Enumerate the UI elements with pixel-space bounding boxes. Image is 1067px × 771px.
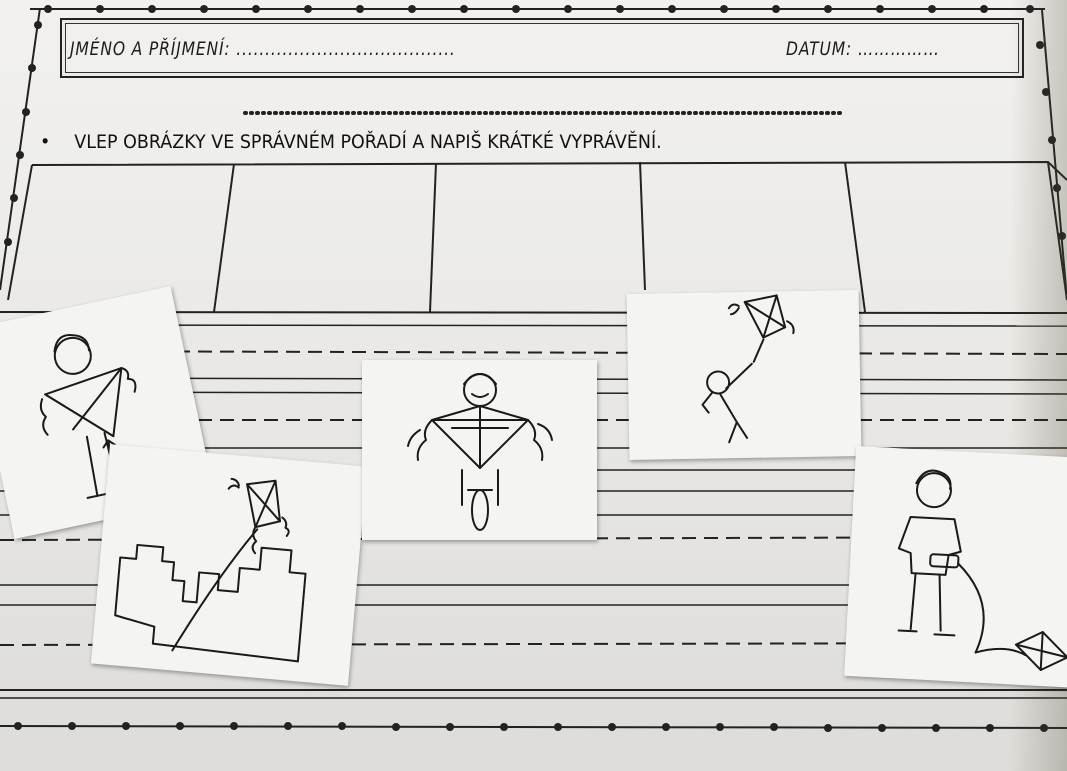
- name-label: JMÉNO A PŘÍJMENÍ: ......................…: [70, 38, 456, 60]
- right-border-line: [1041, 9, 1067, 301]
- date-input-line[interactable]: ……………: [857, 38, 940, 60]
- instruction-text: VLEP OBRÁZKY VE SPRÁVNÉM POŘADÍ A NAPIŠ …: [74, 131, 662, 153]
- bottom-border-dots: [14, 722, 1048, 732]
- top-border-dots: [44, 5, 1034, 13]
- left-border-line: [0, 7, 41, 291]
- bottom-border-line: [0, 725, 1067, 729]
- name-input-line[interactable]: ......................................: [236, 38, 456, 60]
- date-label-text: DATUM:: [786, 38, 853, 60]
- boy-on-bicycle-drawing: [407, 373, 553, 531]
- boy-flying-with-kite-drawing: [701, 294, 795, 444]
- card-boy-with-fallen-kite[interactable]: [844, 446, 1067, 688]
- left-border-dots: [4, 21, 42, 246]
- name-date-box: [60, 18, 1024, 78]
- date-label: DATUM: ……………: [786, 38, 940, 60]
- picture-frames: [7, 160, 1067, 313]
- card-kite-over-city[interactable]: [90, 444, 368, 686]
- instruction: • VLEP OBRÁZKY VE SPRÁVNÉM POŘADÍ A NAPIŠ…: [40, 131, 662, 153]
- right-border-dots: [1036, 41, 1066, 240]
- kite-over-city-drawing: [114, 477, 307, 663]
- name-label-text: JMÉNO A PŘÍJMENÍ:: [70, 38, 231, 60]
- card-boy-on-bicycle[interactable]: [362, 360, 597, 540]
- card-boy-flying-with-kite[interactable]: [626, 289, 862, 461]
- boy-with-fallen-kite-drawing: [897, 469, 1067, 671]
- bullet-icon: •: [40, 131, 51, 153]
